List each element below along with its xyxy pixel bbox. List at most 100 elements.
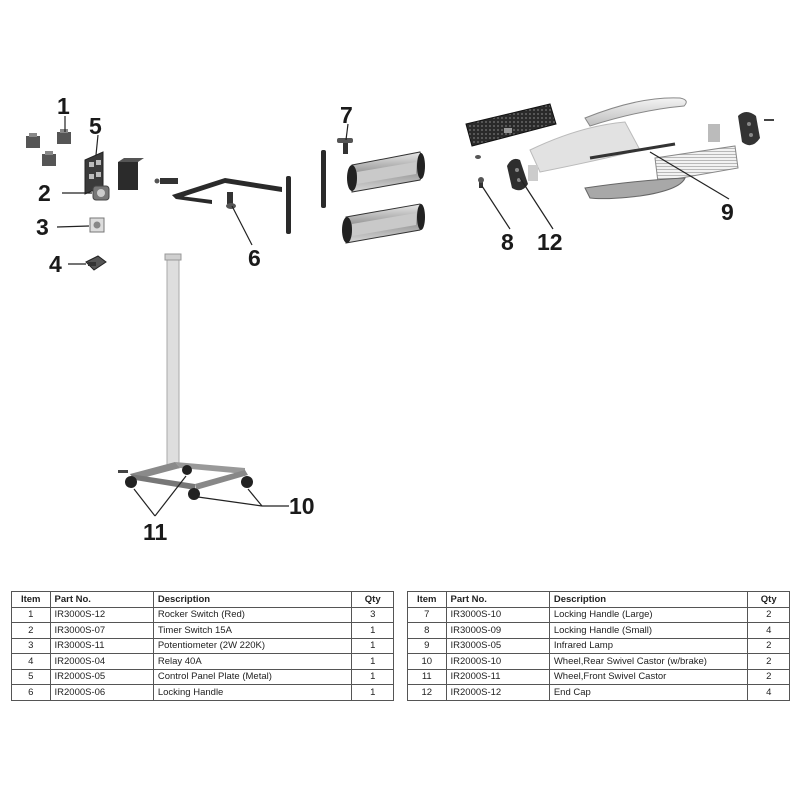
end-bracket-right [708, 124, 720, 142]
leader-lines [56, 116, 730, 517]
cell-qty: 2 [747, 653, 790, 670]
end-bracket-left [528, 165, 538, 181]
cell-item: 2 [11, 622, 51, 639]
cell-item: 5 [11, 668, 51, 685]
lamp-arm-bar [321, 150, 326, 208]
cell-description: End Cap [548, 684, 749, 701]
connector-clip [154, 178, 178, 184]
header-description: Description [548, 591, 749, 608]
small-spacer [475, 155, 481, 159]
cell-qty: 4 [747, 684, 790, 701]
cell-part-no: IR2000S-10 [445, 653, 550, 670]
callout-11: 11 [143, 519, 168, 545]
cell-item: 10 [407, 653, 447, 670]
cell-part-no: IR3000S-09 [445, 622, 550, 639]
lamp-mount-bar [286, 176, 291, 234]
header-item: Item [11, 591, 51, 608]
large-locking-handle [337, 138, 353, 154]
cell-item: 12 [407, 684, 447, 701]
cell-part-no: IR2000S-11 [445, 668, 550, 685]
main-reflector [529, 121, 641, 173]
mesh-guard [465, 103, 557, 147]
front-grill [654, 145, 739, 183]
locking-handle [226, 192, 236, 209]
cell-part-no: IR3000S-12 [49, 606, 154, 623]
cell-qty: 1 [351, 668, 394, 685]
cell-description: Control Panel Plate (Metal) [152, 668, 353, 685]
cell-item: 11 [407, 668, 447, 685]
callout-4: 4 [49, 251, 62, 277]
cell-description: Rocker Switch (Red) [152, 606, 353, 623]
callout-12: 12 [537, 229, 563, 255]
callout-2: 2 [38, 180, 51, 206]
cell-qty: 4 [747, 622, 790, 639]
callout-3: 3 [36, 214, 49, 240]
timer-switch [92, 185, 110, 201]
cell-description: Wheel,Front Swivel Castor [548, 668, 749, 685]
cell-qty: 1 [351, 637, 394, 654]
rocker-switches [26, 129, 71, 166]
callout-7: 7 [340, 102, 353, 128]
header-qty: Qty [351, 591, 394, 608]
cell-part-no: IR2000S-04 [49, 653, 154, 670]
callout-5: 5 [89, 113, 102, 139]
cell-item: 7 [407, 606, 447, 623]
cell-description: Potentiometer (2W 220K) [152, 637, 353, 654]
header-item: Item [407, 591, 447, 608]
cell-description: Wheel,Rear Swivel Castor (w/brake) [548, 653, 749, 670]
potentiometer [89, 217, 105, 233]
control-box [118, 158, 144, 190]
callout-6: 6 [248, 245, 261, 271]
callout-1: 1 [57, 93, 70, 119]
header-description: Description [152, 591, 353, 608]
bottom-reflector [584, 177, 686, 200]
cell-part-no: IR3000S-07 [49, 622, 154, 639]
cell-part-no: IR2000S-05 [49, 668, 154, 685]
cell-description: Locking Handle (Small) [548, 622, 749, 639]
callout-8: 8 [501, 229, 514, 255]
cell-qty: 1 [351, 653, 394, 670]
cell-part-no: IR2000S-12 [445, 684, 550, 701]
cell-qty: 1 [351, 684, 394, 701]
cell-description: Infrared Lamp [548, 637, 749, 654]
cell-description: Locking Handle [152, 684, 353, 701]
crossbar [172, 178, 282, 204]
cell-description: Relay 40A [152, 653, 353, 670]
cell-item: 1 [11, 606, 51, 623]
callout-9: 9 [721, 199, 734, 225]
cell-qty: 2 [747, 637, 790, 654]
cell-description: Locking Handle (Large) [548, 606, 749, 623]
top-reflector [584, 97, 687, 127]
cell-part-no: IR3000S-10 [445, 606, 550, 623]
cell-item: 9 [407, 637, 447, 654]
small-lamp-upper [347, 151, 425, 193]
cell-part-no: IR3000S-05 [445, 637, 550, 654]
cell-qty: 3 [351, 606, 394, 623]
exploded-parts-diagram: 1 5 2 3 4 6 7 8 12 9 10 11 [26, 93, 774, 545]
relay [85, 255, 107, 271]
cell-description: Timer Switch 15A [152, 622, 353, 639]
cell-qty: 2 [747, 668, 790, 685]
callout-10: 10 [289, 493, 315, 519]
cell-item: 8 [407, 622, 447, 639]
cell-qty: 1 [351, 622, 394, 639]
heating-tube [589, 142, 676, 160]
small-lamp-lower [342, 203, 425, 244]
castor-wheels [118, 465, 253, 500]
small-locking-handle [478, 177, 484, 188]
cell-part-no: IR3000S-11 [49, 637, 154, 654]
cell-item: 4 [11, 653, 51, 670]
